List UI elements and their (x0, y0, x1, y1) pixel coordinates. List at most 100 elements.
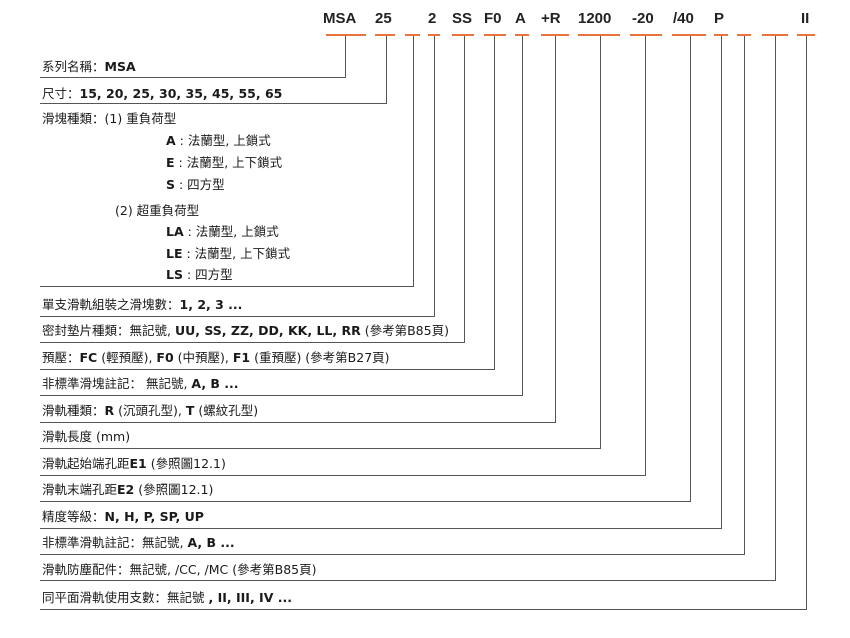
underline-e2 (672, 34, 706, 36)
hline-e2 (40, 501, 691, 502)
rail-type-label: 滑軌種類： (42, 403, 105, 418)
series-label: 系列名稱： (42, 59, 105, 74)
accuracy-value: N, H, P, SP, UP (104, 509, 204, 524)
code-a: A (166, 133, 176, 148)
hline-dust (40, 580, 776, 581)
code-series: MSA (323, 10, 357, 27)
rail-length-label: 滑軌長度 (mm) (42, 429, 131, 444)
row-blocks-per-rail: 單支滑軌組裝之滑塊數：1, 2, 3 ... (42, 297, 242, 313)
e1-label: 滑軌起始端孔距 (42, 456, 130, 471)
hline-rail-type (40, 422, 556, 423)
super-item-la-text: : 法蘭型, 上鎖式 (183, 224, 279, 239)
hline-preload (40, 369, 495, 370)
seal-label: 密封墊片種類：無記號, (42, 323, 175, 338)
seal-value: UU, SS, ZZ, DD, KK, LL, RR (174, 323, 361, 338)
row-nonstd-rail: 非標準滑軌註記：無記號, A, B ... (42, 535, 235, 551)
nonstd-block-value: A, B ... (191, 376, 239, 391)
accuracy-label: 精度等級： (42, 509, 105, 524)
connector-series (345, 36, 346, 77)
code-s: S (166, 177, 176, 192)
underline-nonstd-rail (737, 34, 751, 36)
preload-f1: F1 (232, 350, 251, 365)
heavy-item-s: S : 四方型 (166, 177, 225, 193)
connector-rail-length (600, 36, 601, 448)
code-rail-length: 1200 (578, 10, 612, 27)
row-size: 尺寸：15, 20, 25, 30, 35, 45, 55, 65 (42, 86, 282, 102)
hline-rail-length (40, 448, 601, 449)
heavy-item-s-text: : 四方型 (175, 177, 225, 192)
row-accuracy: 精度等級：N, H, P, SP, UP (42, 509, 204, 525)
code-seal: SS (452, 10, 473, 27)
hline-same-plane (40, 609, 807, 610)
e2-code: E2 (117, 482, 135, 497)
super-item-le: LE : 法蘭型, 上下鎖式 (166, 246, 290, 262)
row-rail-type: 滑軌種類：R (沉頭孔型), T (螺紋孔型) (42, 403, 258, 419)
code-le: LE (166, 246, 183, 261)
connector-rail-type (555, 36, 556, 422)
row-same-plane: 同平面滑軌使用支數：無記號 , II, III, IV ... (42, 590, 292, 606)
code-preload: F0 (484, 10, 502, 27)
rail-type-t: T (185, 403, 195, 418)
hline-e1 (40, 475, 646, 476)
nonstd-rail-label: 非標準滑軌註記：無記號, (42, 535, 188, 550)
heavy-item-e-text: : 法蘭型, 上下鎖式 (174, 155, 283, 170)
hline-accuracy (40, 528, 722, 529)
connector-size (386, 36, 387, 103)
connector-dust (775, 36, 776, 580)
hline-nonstd-rail (40, 554, 745, 555)
heavy-load-title: (1) 重負荷型 (104, 111, 177, 126)
underline-preload (484, 34, 506, 36)
hline-nonstd-block (40, 395, 523, 396)
code-size: 25 (375, 10, 392, 27)
seal-suffix: (參考第B85頁) (360, 323, 449, 338)
connector-nonstd-rail (744, 36, 745, 554)
connector-preload (494, 36, 495, 369)
super-item-la: LA : 法蘭型, 上鎖式 (166, 224, 279, 240)
super-item-le-text: : 法蘭型, 上下鎖式 (182, 246, 291, 261)
series-value: MSA (104, 59, 136, 74)
preload-f1-text: (重預壓) (參考第B27頁) (250, 350, 390, 365)
underline-block-count (428, 34, 440, 36)
code-accuracy: P (714, 10, 725, 27)
underline-accuracy (714, 34, 728, 36)
preload-label: 預壓： (42, 350, 80, 365)
heavy-item-a: A : 法蘭型, 上鎖式 (166, 133, 271, 149)
dust-label: 滑軌防塵配件：無記號, /CC, /MC (參考第B85頁) (42, 562, 317, 577)
e2-label: 滑軌末端孔距 (42, 482, 118, 497)
super-item-ls-text: : 四方型 (182, 267, 233, 282)
connector-block-count (434, 36, 435, 316)
same-plane-value: , II, III, IV ... (208, 590, 292, 605)
connector-e1 (645, 36, 646, 475)
underline-nonstd-block (515, 34, 529, 36)
nonstd-block-label: 非標準滑塊註記： 無記號, (42, 376, 192, 391)
connector-block-type (413, 36, 414, 286)
e1-suffix: (參照圖12.1) (146, 456, 226, 471)
hline-block-count (40, 316, 435, 317)
row-preload: 預壓：FC (輕預壓), F0 (中預壓), F1 (重預壓) (參考第B27頁… (42, 350, 390, 366)
connector-accuracy (721, 36, 722, 528)
hline-block-type (40, 286, 414, 287)
row-e2: 滑軌末端孔距E2 (參照圖12.1) (42, 482, 213, 498)
nonstd-rail-value: A, B ... (187, 535, 235, 550)
underline-rail-length (578, 34, 620, 36)
size-label: 尺寸： (42, 86, 80, 101)
rail-type-r: R (104, 403, 115, 418)
preload-f0-text: (中預壓), (173, 350, 233, 365)
preload-fc: FC (79, 350, 98, 365)
e1-code: E1 (129, 456, 147, 471)
code-e2: /40 (673, 10, 694, 27)
underline-dust (762, 34, 788, 36)
rail-type-t-text: (螺紋孔型) (194, 403, 259, 418)
underline-size (375, 34, 395, 36)
underline-same-plane (797, 34, 815, 36)
same-plane-label: 同平面滑軌使用支數：無記號 (42, 590, 209, 605)
row-dust: 滑軌防塵配件：無記號, /CC, /MC (參考第B85頁) (42, 562, 317, 578)
code-e1: -20 (632, 10, 654, 27)
code-ls: LS (166, 267, 183, 282)
size-value: 15, 20, 25, 30, 35, 45, 55, 65 (79, 86, 283, 101)
hline-size (40, 103, 387, 104)
connector-nonstd-block (522, 36, 523, 395)
connector-seal (464, 36, 465, 342)
super-heavy-title: (2) 超重負荷型 (115, 203, 200, 218)
preload-fc-text: (輕預壓), (97, 350, 157, 365)
